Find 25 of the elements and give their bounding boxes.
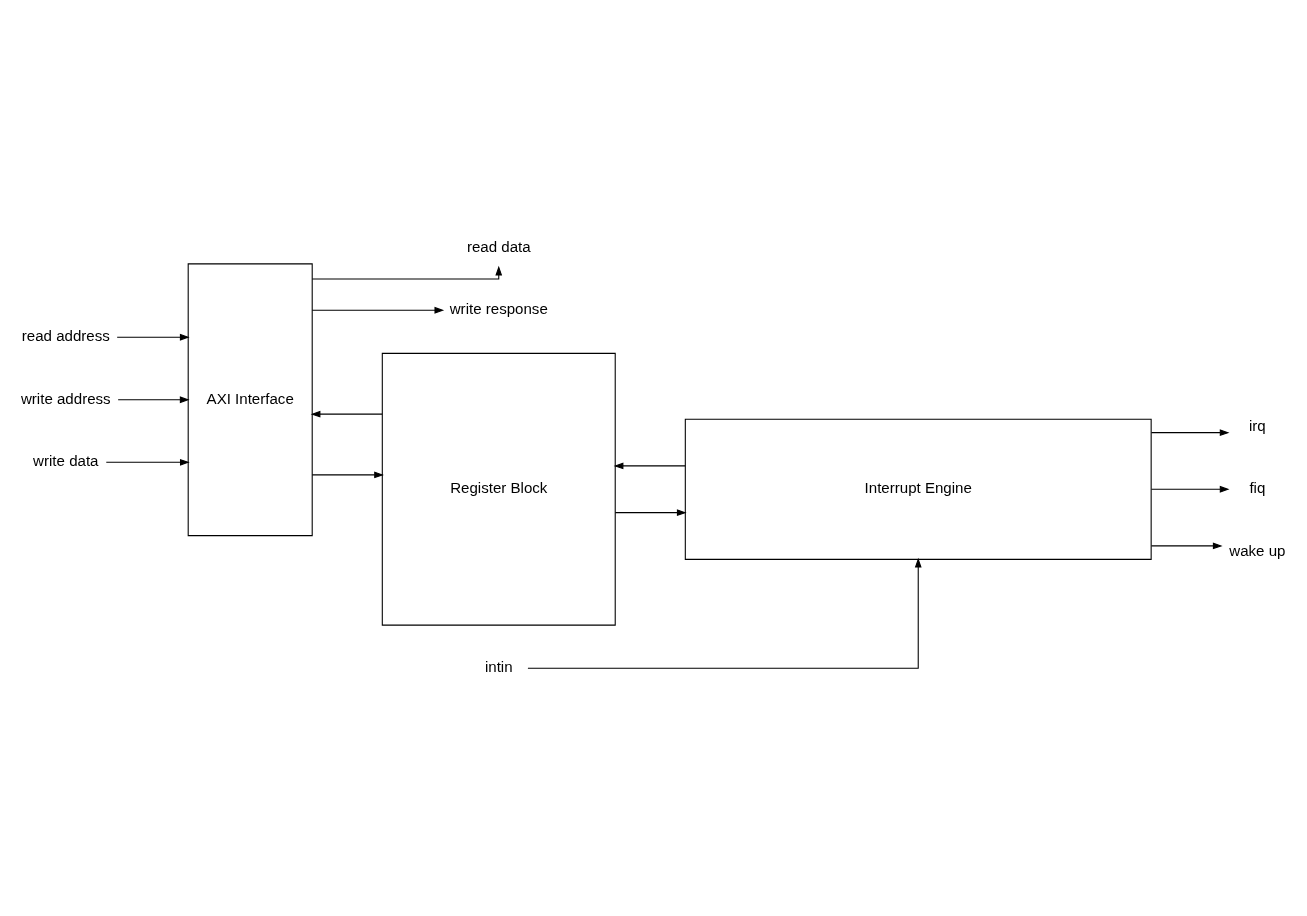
node-text: read address: [21, 327, 110, 345]
node-text: write response: [449, 300, 548, 318]
node-text: write data: [33, 452, 99, 470]
node-box: Interrupt Engine: [684, 418, 1152, 560]
node-text: intin: [484, 658, 513, 676]
arrow: [116, 333, 190, 341]
node-text: wake up: [1229, 541, 1286, 559]
arrow: [105, 458, 190, 466]
arrow: [311, 471, 384, 479]
node-box: AXI Interface: [187, 263, 313, 537]
arrow: [1150, 429, 1230, 437]
node-text: read data: [466, 237, 531, 255]
node-text: irq: [1248, 416, 1266, 434]
arrow: [614, 509, 687, 517]
arrow: [1150, 542, 1223, 550]
arrow: [1150, 485, 1230, 493]
arrow: [117, 396, 190, 404]
node-box: Register Block: [381, 352, 616, 626]
arrow: [613, 462, 686, 470]
arrow: [527, 557, 922, 669]
arrow: [310, 410, 383, 418]
arrow: [311, 306, 445, 314]
node-text: fiq: [1249, 479, 1266, 497]
node-text: write address: [20, 389, 111, 407]
arrow: [311, 265, 503, 280]
